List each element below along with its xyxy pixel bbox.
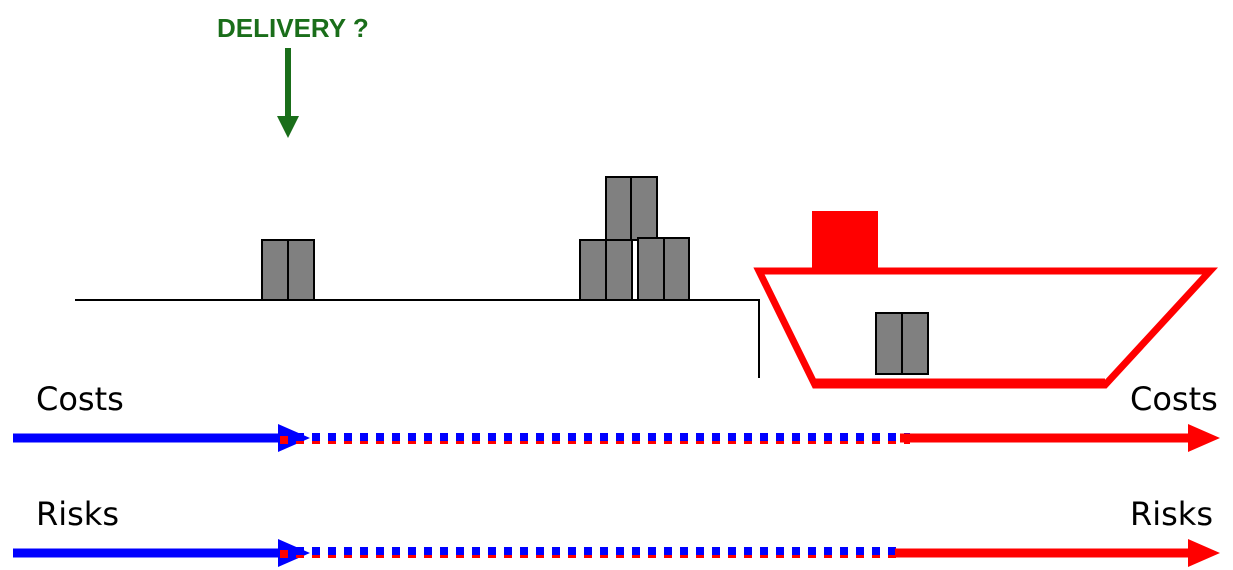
risks-label-right: Risks	[1130, 495, 1213, 533]
container-stack	[580, 177, 689, 300]
delivery-label: DELIVERY ?	[217, 13, 369, 43]
quay-line	[75, 300, 760, 378]
container-stack-bottom-right	[638, 238, 689, 300]
container-seller-premises	[262, 240, 314, 300]
ship-hull	[759, 271, 1210, 385]
container-stack-bottom-left	[580, 240, 632, 300]
ship-cabin	[812, 211, 878, 271]
costs-label-left: Costs	[36, 380, 124, 418]
container-on-ship	[876, 313, 928, 374]
costs-label-right: Costs	[1130, 380, 1218, 418]
risks-arrow	[13, 539, 1220, 567]
costs-arrow	[13, 424, 1220, 452]
ship	[759, 211, 1210, 385]
container-stack-top	[606, 177, 657, 240]
delivery-arrow	[277, 48, 299, 138]
risks-label-left: Risks	[36, 495, 119, 533]
